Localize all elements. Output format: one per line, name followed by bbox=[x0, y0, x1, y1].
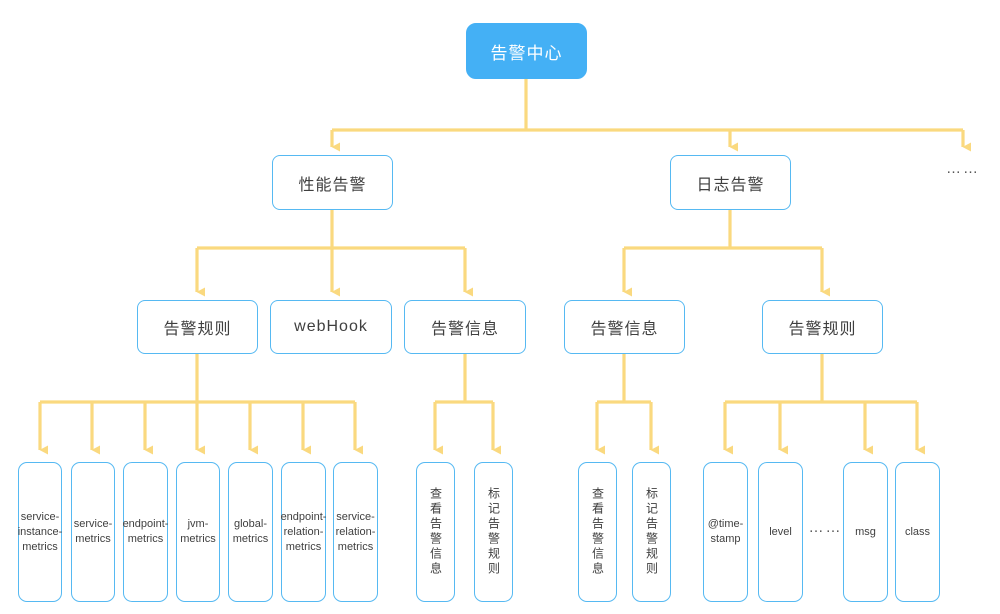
leaf-mark-alarm-rule-performance-label: 标记告警规则 bbox=[486, 487, 501, 577]
root-node-label: 告警中心 bbox=[490, 43, 563, 63]
leaf-level-label: level bbox=[769, 525, 792, 538]
leaf-endpoint-relation-metrics-label: endpoint-relation-metrics bbox=[280, 510, 327, 553]
leaf-class-label: class bbox=[904, 525, 931, 538]
node-alarm-rule-log-label: 告警规则 bbox=[788, 321, 857, 338]
ellipsis-log-fields-label: …… bbox=[808, 518, 843, 536]
leaf-service-instance-metrics-label: service-instance-metrics bbox=[17, 510, 63, 553]
leaf-service-metrics[interactable]: service-metrics bbox=[71, 462, 115, 602]
node-alarm-rule-performance[interactable]: 告警规则 bbox=[137, 300, 258, 354]
node-alarm-info-log-label: 告警信息 bbox=[590, 321, 659, 338]
leaf-view-alarm-info-log-label: 查看告警信息 bbox=[590, 487, 605, 577]
leaf-service-metrics-label: service-metrics bbox=[73, 518, 113, 545]
leaf-level[interactable]: level bbox=[758, 462, 803, 602]
node-alarm-info-performance-label: 告警信息 bbox=[430, 321, 499, 338]
node-alarm-rule-log[interactable]: 告警规则 bbox=[762, 300, 883, 354]
node-alarm-info-log[interactable]: 告警信息 bbox=[564, 300, 685, 354]
leaf-msg-label: msg bbox=[855, 525, 876, 538]
leaf-endpoint-metrics-label: endpoint-metrics bbox=[122, 518, 169, 545]
leaf-view-alarm-info-performance-label: 查看告警信息 bbox=[428, 487, 443, 577]
leaf-view-alarm-info-log[interactable]: 查看告警信息 bbox=[578, 462, 617, 602]
leaf-timestamp-label: @time-stamp bbox=[707, 518, 744, 545]
leaf-service-relation-metrics[interactable]: service-relation-metrics bbox=[333, 462, 378, 602]
ellipsis-level2: …… bbox=[938, 158, 988, 178]
node-alarm-rule-performance-label: 告警规则 bbox=[163, 321, 232, 338]
leaf-mark-alarm-rule-log-label: 标记告警规则 bbox=[644, 487, 659, 577]
node-performance-alarm[interactable]: 性能告警 bbox=[272, 155, 393, 210]
leaf-global-metrics-label: global-metrics bbox=[232, 518, 269, 545]
leaf-endpoint-metrics[interactable]: endpoint-metrics bbox=[123, 462, 168, 602]
node-performance-alarm-label: 性能告警 bbox=[298, 176, 367, 194]
ellipsis-log-fields: …… bbox=[803, 518, 848, 536]
leaf-timestamp[interactable]: @time-stamp bbox=[703, 462, 748, 602]
leaf-msg[interactable]: msg bbox=[843, 462, 888, 602]
leaf-class[interactable]: class bbox=[895, 462, 940, 602]
leaf-mark-alarm-rule-performance[interactable]: 标记告警规则 bbox=[474, 462, 513, 602]
leaf-mark-alarm-rule-log[interactable]: 标记告警规则 bbox=[632, 462, 671, 602]
leaf-view-alarm-info-performance[interactable]: 查看告警信息 bbox=[416, 462, 455, 602]
leaf-service-instance-metrics[interactable]: service-instance-metrics bbox=[18, 462, 62, 602]
node-webhook[interactable]: webHook bbox=[270, 300, 392, 354]
leaf-global-metrics[interactable]: global-metrics bbox=[228, 462, 273, 602]
node-log-alarm-label: 日志告警 bbox=[696, 176, 765, 194]
leaf-jvm-metrics[interactable]: jvm-metrics bbox=[176, 462, 220, 602]
leaf-jvm-metrics-label: jvm-metrics bbox=[180, 518, 216, 545]
ellipsis-level2-label: …… bbox=[946, 159, 980, 177]
node-log-alarm[interactable]: 日志告警 bbox=[670, 155, 791, 210]
node-webhook-label: webHook bbox=[294, 318, 368, 335]
node-alarm-info-performance[interactable]: 告警信息 bbox=[404, 300, 526, 354]
root-node-alarm-center[interactable]: 告警中心 bbox=[466, 23, 587, 79]
leaf-endpoint-relation-metrics[interactable]: endpoint-relation-metrics bbox=[281, 462, 326, 602]
leaf-service-relation-metrics-label: service-relation-metrics bbox=[335, 510, 376, 553]
